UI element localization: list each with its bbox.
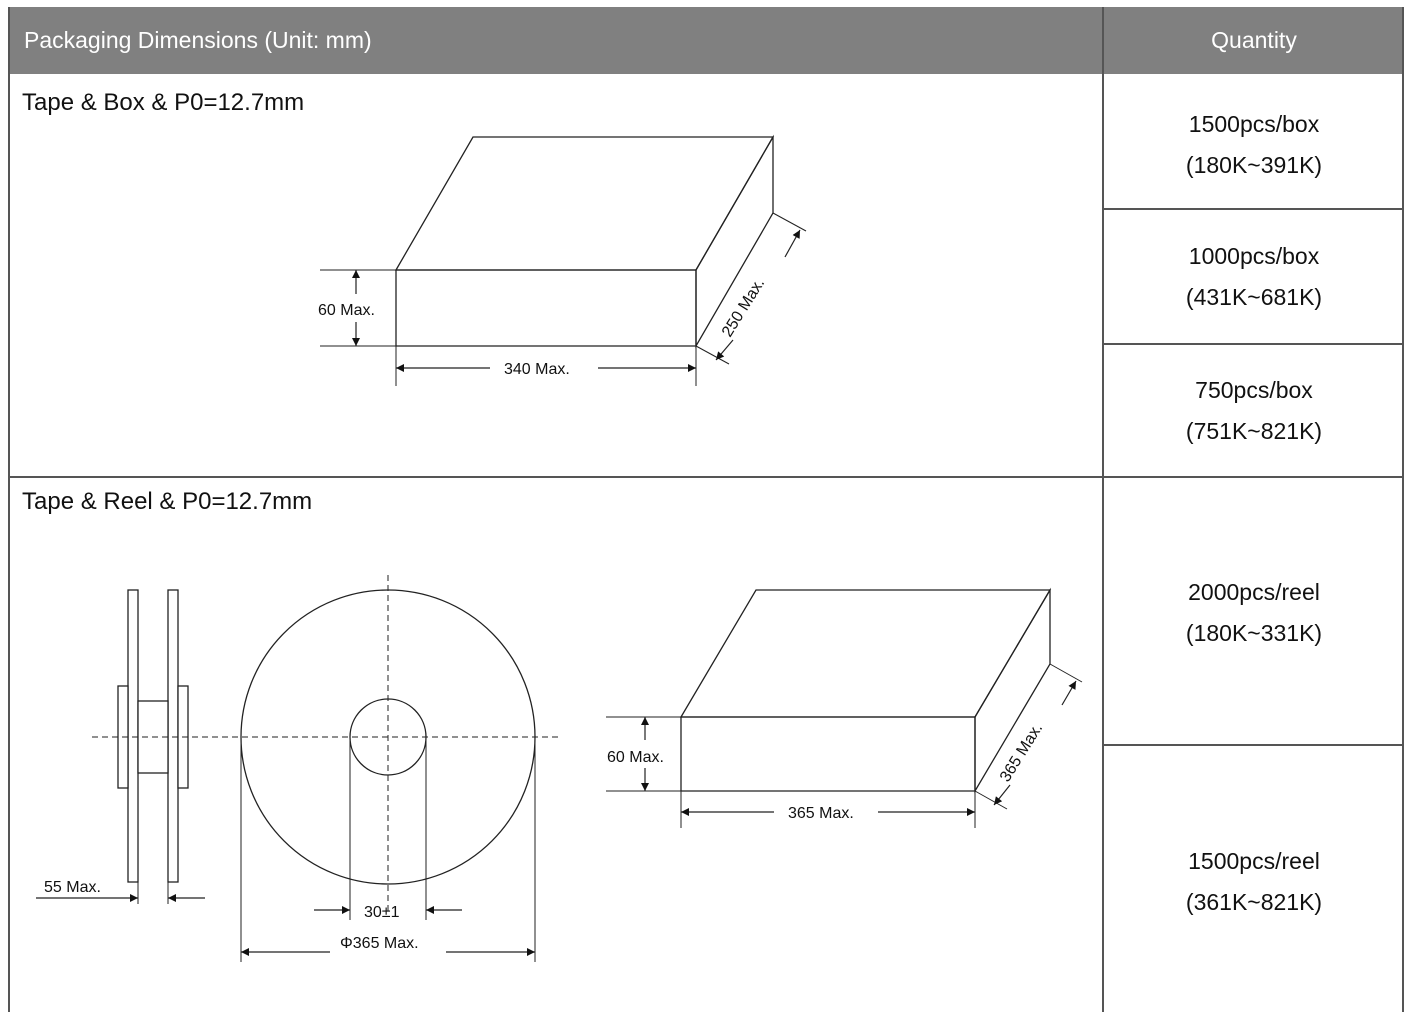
reel-diameter-label: Φ365 Max. bbox=[340, 935, 419, 952]
quantity-cell: 1000pcs/box (431K~681K) bbox=[1185, 243, 1323, 310]
reel-flange-left bbox=[127, 589, 139, 883]
header-quantity: Quantity bbox=[1211, 27, 1297, 53]
reel-front-view bbox=[240, 575, 536, 962]
reel-box-width-label: 365 Max. bbox=[788, 805, 854, 822]
quantity-cell: 2000pcs/reel (180K~331K) bbox=[1185, 579, 1323, 646]
qty-divider bbox=[1104, 343, 1404, 345]
header-dimensions: Packaging Dimensions (Unit: mm) bbox=[24, 27, 372, 53]
reel-box-height-label: 60 Max. bbox=[607, 749, 664, 766]
packaging-table: Packaging Dimensions (Unit: mm) Quantity… bbox=[8, 7, 1404, 1012]
column-divider bbox=[1102, 7, 1104, 1012]
qty-divider bbox=[1104, 208, 1404, 210]
box-section-title: Tape & Box & P0=12.7mm bbox=[22, 89, 305, 116]
reel-box-front-face bbox=[680, 716, 976, 792]
quantity-cell: 1500pcs/box (180K~391K) bbox=[1185, 111, 1323, 178]
box-width-label: 340 Max. bbox=[504, 361, 570, 378]
box-depth-label: 250 Max. bbox=[719, 275, 768, 340]
box-front-face bbox=[395, 269, 697, 347]
reel-flange-right bbox=[167, 589, 179, 883]
reel-box-top-face bbox=[679, 589, 1052, 718]
quantity-cell: 750pcs/box (751K~821K) bbox=[1185, 377, 1323, 444]
reel-box-diagram bbox=[606, 587, 1083, 828]
box-top-face bbox=[394, 136, 775, 271]
section-divider bbox=[10, 476, 1402, 478]
table-header: Packaging Dimensions (Unit: mm) Quantity bbox=[10, 7, 1402, 74]
hub-diameter-label: 30±1 bbox=[364, 904, 400, 921]
reel-width-label: 55 Max. bbox=[44, 879, 101, 896]
box-diagram bbox=[320, 134, 807, 386]
reel-box-depth-label: 365 Max. bbox=[997, 720, 1046, 785]
box-height-label: 60 Max. bbox=[318, 302, 375, 319]
reel-section-title: Tape & Reel & P0=12.7mm bbox=[22, 488, 313, 515]
qty-divider bbox=[1104, 744, 1404, 746]
quantity-cell: 1500pcs/reel (361K~821K) bbox=[1185, 848, 1323, 915]
reel-side-view bbox=[36, 589, 205, 904]
